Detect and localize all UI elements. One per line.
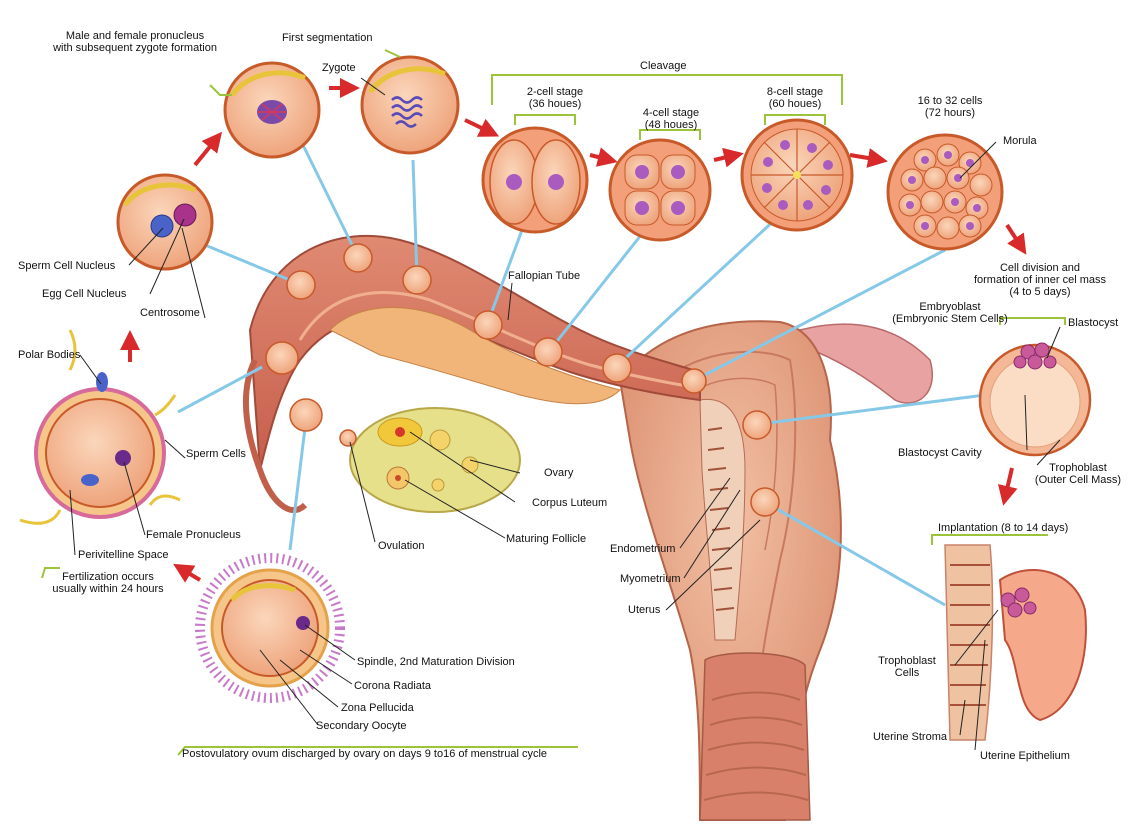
pronuclei-cell <box>118 175 212 269</box>
label-myometrium: Myometrium <box>620 573 681 585</box>
label-line: formation of inner cel mass <box>960 274 1120 286</box>
label-two-cell: 2-cell stage (36 houes) <box>510 86 600 110</box>
label-trophoblast: Trophoblast (Outer Cell Mass) <box>1028 462 1128 486</box>
label-uterine-stroma: Uterine Stroma <box>873 731 947 743</box>
label-embryoblast: Embryoblast (Embryonic Stem Cells) <box>880 301 1020 325</box>
label-female-pronucleus: Female Pronucleus <box>146 529 241 541</box>
eight-cell-stage <box>742 120 852 230</box>
label-line: usually within 24 hours <box>38 583 178 595</box>
label-egg-cell-nucleus: Egg Cell Nucleus <box>42 288 126 300</box>
label-line: (48 houes) <box>626 119 716 131</box>
label-ovary: Ovary <box>544 467 573 479</box>
implantation-tissue <box>945 545 1086 740</box>
label-line: Trophoblast <box>1028 462 1128 474</box>
label-line: with subsequent zygote formation <box>25 42 245 54</box>
morula <box>888 135 1002 249</box>
label-sperm-cells: Sperm Cells <box>186 448 246 460</box>
label-uterus: Uterus <box>628 604 660 616</box>
zygote-cell <box>362 57 458 153</box>
label-blastocyst: Blastocyst <box>1068 317 1118 329</box>
label-maturing-follicle: Maturing Follicle <box>506 533 586 545</box>
label-trophoblast-cells: Trophoblast Cells <box>872 655 942 679</box>
label-centrosome: Centrosome <box>140 307 200 319</box>
label-line: 8-cell stage <box>750 86 840 98</box>
label-morula: Morula <box>1003 135 1037 147</box>
label-line: Fertilization occurs <box>38 571 178 583</box>
label-polar-bodies: Polar Bodies <box>18 349 80 361</box>
label-endometrium: Endometrium <box>610 543 675 555</box>
four-cell-stage <box>610 140 710 240</box>
two-cell-stage <box>483 128 587 232</box>
label-secondary-oocyte: Secondary Oocyte <box>316 720 407 732</box>
label-cell-division: Cell division and formation of inner cel… <box>960 262 1120 298</box>
label-four-cell: 4-cell stage (48 houes) <box>626 107 716 131</box>
label-eight-cell: 8-cell stage (60 houes) <box>750 86 840 110</box>
label-line: Embryoblast <box>880 301 1020 313</box>
label-line: Male and female pronucleus <box>25 30 245 42</box>
label-line: (60 houes) <box>750 98 840 110</box>
label-line: (72 hours) <box>900 107 1000 119</box>
label-line: 2-cell stage <box>510 86 600 98</box>
label-line: 16 to 32 cells <box>900 95 1000 107</box>
label-line: (4 to 5 days) <box>960 286 1120 298</box>
label-ovulation: Ovulation <box>378 540 424 552</box>
postovulatory-ovum <box>200 558 340 698</box>
label-line: Cells <box>872 667 942 679</box>
zygote-formation-cell <box>225 63 319 157</box>
label-sperm-cell-nucleus: Sperm Cell Nucleus <box>18 260 115 272</box>
label-corona-radiata: Corona Radiata <box>354 680 431 692</box>
ovary <box>350 408 520 512</box>
blastocyst <box>980 343 1090 455</box>
label-uterine-epithelium: Uterine Epithelium <box>980 750 1070 762</box>
label-first-segmentation: First segmentation <box>282 32 372 44</box>
label-fallopian-tube: Fallopian Tube <box>508 270 580 282</box>
label-line: (36 houes) <box>510 98 600 110</box>
label-line: Trophoblast <box>872 655 942 667</box>
label-sixteen-cell: 16 to 32 cells (72 hours) <box>900 95 1000 119</box>
label-line: (Embryonic Stem Cells) <box>880 313 1020 325</box>
label-blastocyst-cavity: Blastocyst Cavity <box>898 447 982 459</box>
label-line: (Outer Cell Mass) <box>1028 474 1128 486</box>
label-fertilization: Fertilization occurs usually within 24 h… <box>38 571 178 595</box>
label-implantation: Implantation (8 to 14 days) <box>938 522 1068 534</box>
label-zona-pellucida: Zona Pellucida <box>341 702 414 714</box>
label-spindle: Spindle, 2nd Maturation Division <box>357 656 515 668</box>
label-corpus-luteum: Corpus Luteum <box>532 497 607 509</box>
label-line: 4-cell stage <box>626 107 716 119</box>
label-zygote: Zygote <box>322 62 356 74</box>
label-postovulatory: Postovulatory ovum discharged by ovary o… <box>182 748 547 760</box>
label-perivitelline-space: Perivitelline Space <box>78 549 169 561</box>
label-cleavage: Cleavage <box>640 60 686 72</box>
label-line: Cell division and <box>960 262 1120 274</box>
label-male-female-pronucleus: Male and female pronucleus with subseque… <box>25 30 245 54</box>
